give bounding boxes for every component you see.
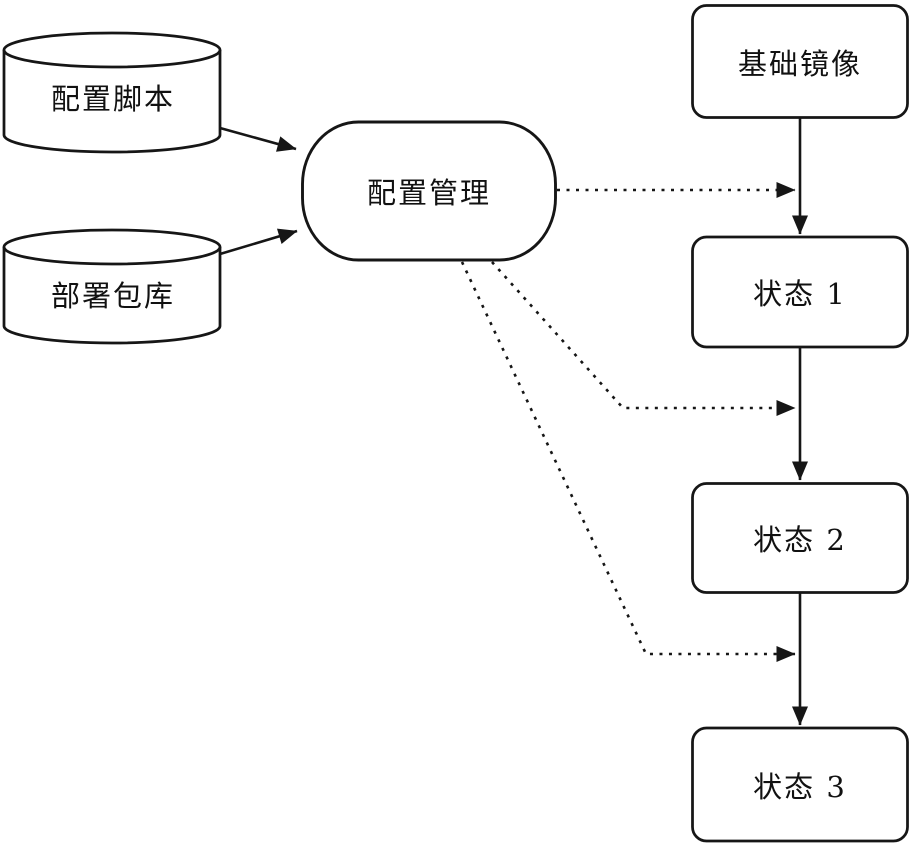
edge-deploy-repo-to-config-mgmt [219, 228, 298, 256]
node-label-base-image: 基础镜像 [737, 47, 863, 81]
node-label-deploy-repo: 部署包库 [50, 279, 176, 313]
node-label-config-script: 配置脚本 [50, 82, 176, 116]
node-config-mgmt-stadium [301, 120, 557, 262]
node-config-script-cylinder [2, 31, 222, 154]
node-label-state-3: 状态 3 [753, 770, 847, 804]
node-label-config-mgmt: 配置管理 [366, 176, 492, 210]
edge-config-script-to-config-mgmt [219, 126, 297, 152]
edge-config-mgmt-to-transition-3 [460, 261, 796, 662]
node-label-state-1: 状态 1 [753, 277, 847, 311]
node-label-state-2: 状态 2 [753, 523, 847, 557]
node-state-3-box [691, 726, 909, 843]
node-deploy-repo-cylinder [2, 228, 222, 345]
